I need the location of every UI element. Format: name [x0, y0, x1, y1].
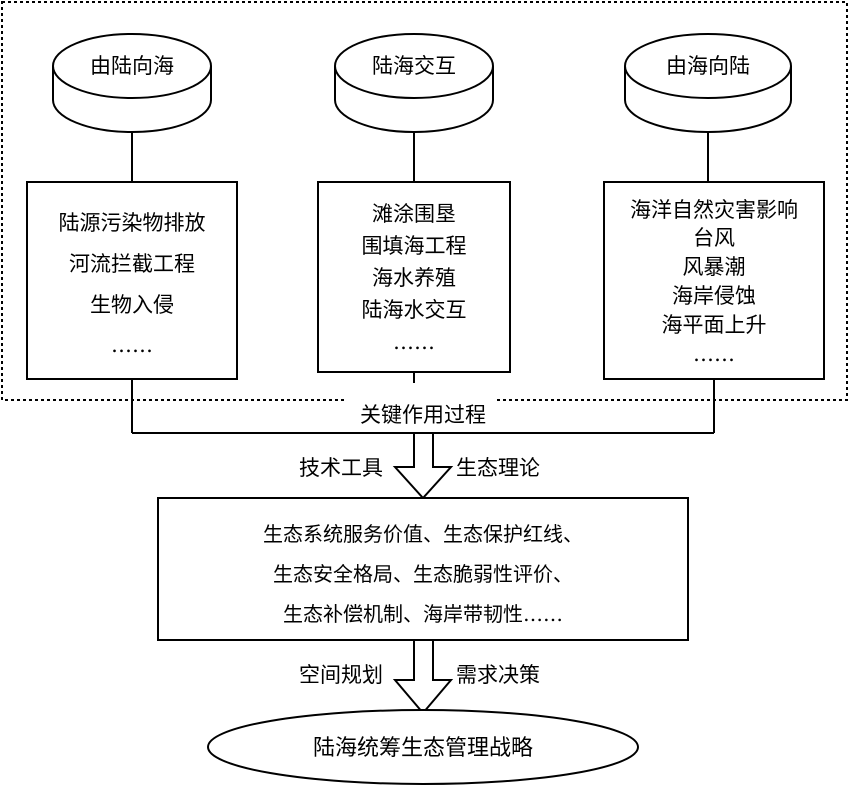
cylinder-3-label: 由海向陆 [666, 54, 750, 78]
box-3-item: 海洋自然灾害影响 [630, 198, 798, 222]
box-1-item: 河流拦截工程 [69, 252, 195, 276]
box-2-item: 滩涂围垦 [372, 202, 456, 226]
box-3-item: 台风 [693, 226, 735, 250]
column-3: 由海向陆 海洋自然灾害影响 台风 风暴潮 海岸侵蚀 海平面上升 …… [603, 33, 825, 380]
key-process-label: 关键作用过程 [360, 403, 486, 427]
middle-box-line: 生态系统服务价值、生态保护红线、 [263, 522, 583, 546]
key-process-label-bg [346, 399, 496, 429]
dotted-frame [1, 1, 848, 401]
arrow-1-right-label: 生态理论 [456, 456, 540, 480]
cylinder-1-label: 由陆向海 [90, 54, 174, 78]
box-3-item: …… [693, 342, 735, 366]
influence-box-1 [26, 181, 238, 380]
influence-box-3 [603, 181, 825, 380]
box-3-item: 海岸侵蚀 [672, 284, 756, 308]
arrow-2-left-label: 空间规划 [299, 663, 383, 687]
final-strategy-label: 陆海统筹生态管理战略 [313, 736, 533, 761]
box-3-item: 海平面上升 [662, 313, 767, 337]
box-2-item: 陆海水交互 [362, 298, 467, 322]
box-3-item: 风暴潮 [683, 255, 746, 279]
strategy-ellipse [207, 709, 639, 785]
middle-box-line: 生态补偿机制、海岸带韧性…… [283, 602, 563, 626]
cylinder-2-top [334, 33, 494, 99]
cylinder-1-top [52, 33, 212, 99]
box-1-item: …… [111, 333, 153, 357]
ecology-methods-box [157, 497, 689, 641]
hollow-arrow-1 [392, 432, 454, 500]
box-2-item: 海水养殖 [372, 266, 456, 290]
hollow-arrow-2 [392, 639, 454, 715]
middle-box-line: 生态安全格局、生态脆弱性评价、 [273, 562, 573, 586]
column-2: 陆海交互 滩涂围垦 围填海工程 海水养殖 陆海水交互 …… [317, 33, 511, 373]
box-2-item: …… [393, 330, 435, 354]
box-1-item: 生物入侵 [90, 293, 174, 317]
box-2-item: 围填海工程 [362, 234, 467, 258]
box-1-item: 陆源污染物排放 [59, 211, 206, 235]
arrow-2-right-label: 需求决策 [456, 663, 540, 687]
arrow-1-left-label: 技术工具 [299, 456, 383, 480]
cylinder-2-label: 陆海交互 [372, 54, 456, 78]
cylinder-3-top [624, 33, 792, 99]
column-1: 由陆向海 陆源污染物排放 河流拦截工程 生物入侵 …… [26, 33, 238, 380]
